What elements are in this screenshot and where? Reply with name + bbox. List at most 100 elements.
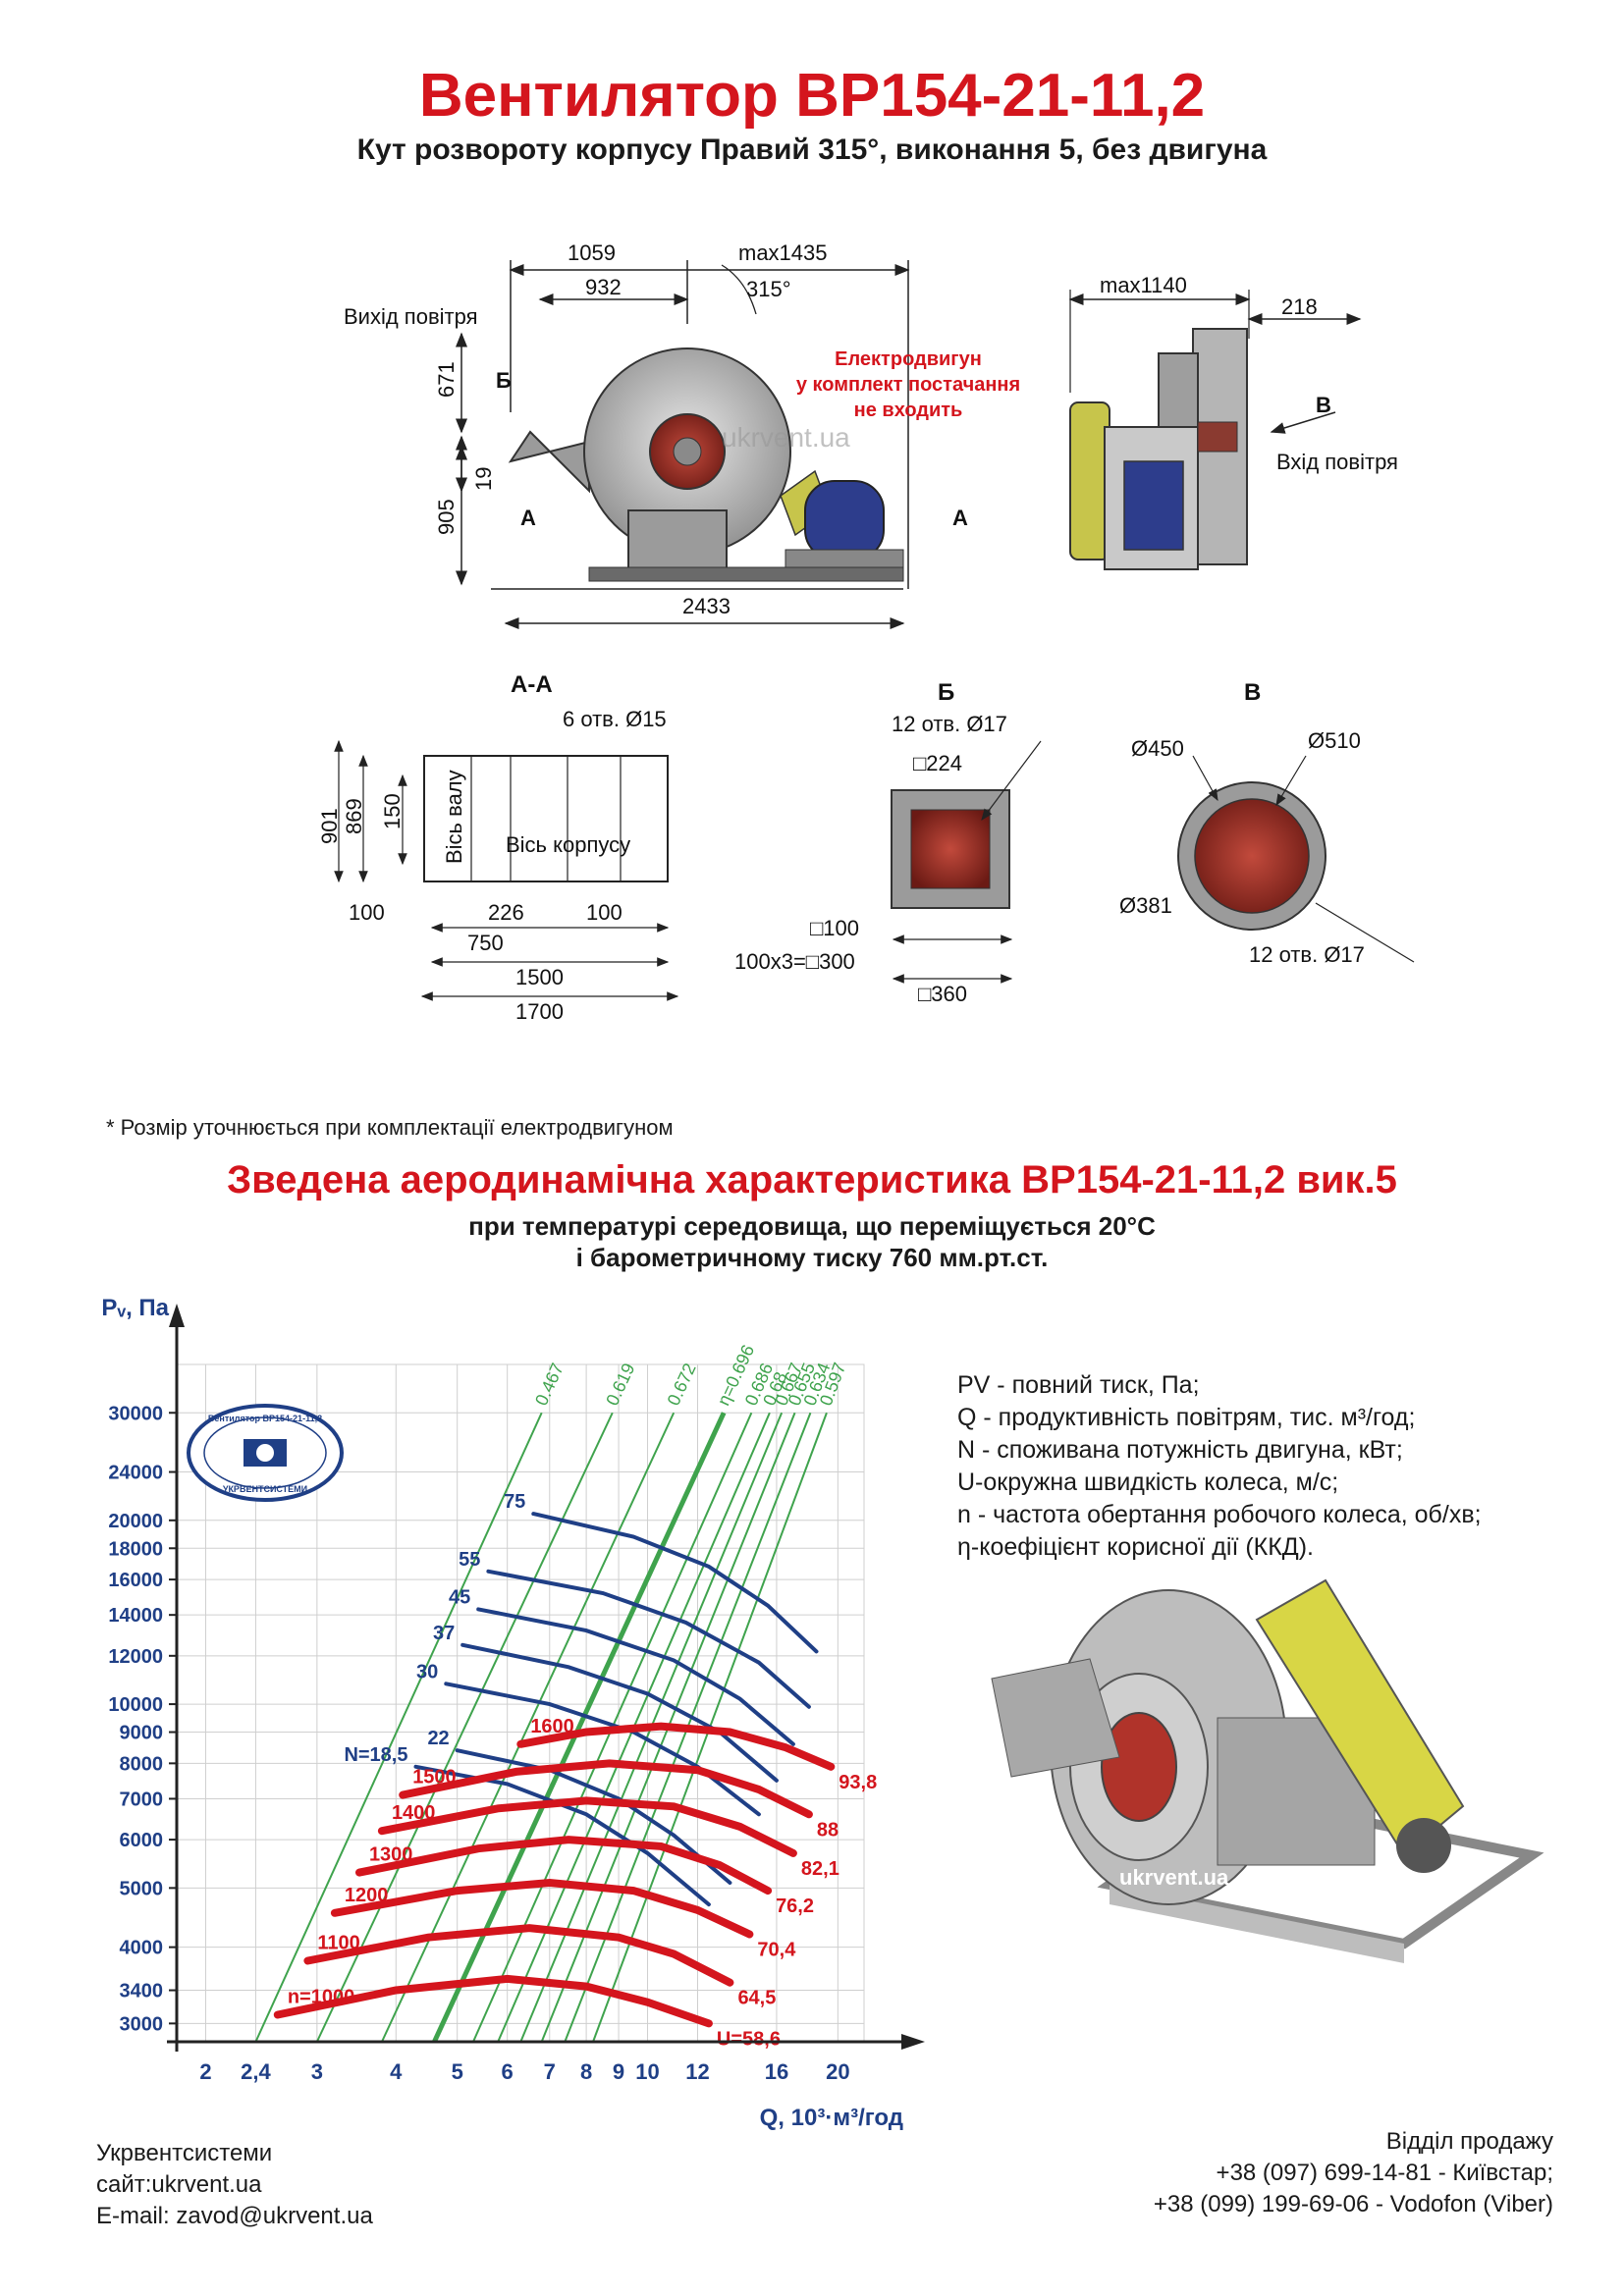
x-tick-label: 20 — [826, 2059, 849, 2084]
dim-v-holes: 12 отв. Ø17 — [1249, 942, 1365, 967]
u-label: 82,1 — [801, 1858, 839, 1880]
u-label: 70,4 — [757, 1939, 796, 1960]
y-tick-label: 18000 — [108, 1538, 163, 1560]
x-tick-label: 2,4 — [241, 2059, 271, 2084]
power-curve — [531, 1512, 819, 1654]
x-tick-label: 8 — [580, 2059, 592, 2084]
speed-label: 1500 — [412, 1767, 457, 1789]
dim-100-right: 100 — [586, 900, 623, 925]
watermark-front: ukrvent.ua — [722, 422, 850, 453]
page-title: Вентилятор ВР154-21-11,2 — [418, 62, 1206, 130]
legend-item: U-окружна швидкість колеса, м/с; — [957, 1468, 1339, 1496]
fan-housing-front — [508, 347, 904, 582]
label-a-right: А — [952, 506, 968, 530]
dim-901: 901 — [317, 808, 342, 844]
section-v-title: В — [1244, 679, 1261, 706]
company-email[interactable]: E-mail: zavod@ukrvent.ua — [96, 2203, 373, 2229]
motor-note-3: не входить — [854, 400, 963, 421]
stamp-top-text: Вентилятор ВР154-21-11,2 — [208, 1414, 322, 1423]
y-tick-label: 4000 — [120, 1938, 164, 1959]
u-label: U=58,6 — [717, 2028, 781, 2050]
dim-315: 315° — [746, 277, 791, 301]
front-view-labels: 1059 max1435 932 315° 671 19 905 2433 Ви… — [344, 240, 1020, 618]
x-tick-label: 5 — [452, 2059, 463, 2084]
sales-block: Відділ продажу +38 (097) 699-14-81 - Киї… — [1154, 2126, 1553, 2220]
x-tick-label: 16 — [765, 2059, 788, 2084]
dim-100-left: 100 — [349, 900, 385, 925]
legend-item: Q - продуктивність повітрям, тис. м³/год… — [957, 1404, 1416, 1431]
power-curve — [486, 1569, 811, 1709]
sales-phone-2[interactable]: +38 (099) 199-69-06 - Vodofon (Viber) — [1153, 2191, 1553, 2217]
stamp-bottom-text: УКРВЕНТСИСТЕМИ — [223, 1484, 307, 1494]
fan-isometric-illustration: ukrvent.ua — [991, 1578, 1544, 1963]
sales-title: Відділ продажу — [1385, 2128, 1553, 2155]
power-label: 37 — [433, 1623, 455, 1644]
y-tick-label: 20000 — [108, 1511, 163, 1532]
y-axis-label: Pᵥ, Па — [101, 1296, 169, 1321]
sales-phone-1[interactable]: +38 (097) 699-14-81 - Київстар; — [1216, 2160, 1553, 2186]
speed-curve — [355, 1836, 773, 1896]
label-air-outlet: Вихід повітря — [344, 304, 478, 329]
power-label: 45 — [449, 1586, 470, 1608]
label-air-inlet: Вхід повітря — [1276, 450, 1398, 474]
y-tick-label: 6000 — [120, 1830, 164, 1851]
dim-381: Ø381 — [1119, 893, 1172, 918]
y-tick-label: 5000 — [120, 1878, 164, 1899]
dim-1059: 1059 — [568, 240, 616, 265]
y-tick-label: 14000 — [108, 1605, 163, 1627]
dim-510: Ø510 — [1308, 728, 1361, 753]
y-tick-label: 30000 — [108, 1403, 163, 1424]
chart-subheading-2: і барометричному тиску 760 мм.рт.ст. — [575, 1243, 1049, 1272]
dim-max1140: max1140 — [1100, 273, 1187, 297]
company-name: Укрвентсистеми — [96, 2140, 273, 2166]
speed-label: 1600 — [530, 1716, 574, 1737]
legend-item: PV - повний тиск, Па; — [957, 1371, 1200, 1399]
speed-curve — [303, 1924, 734, 1987]
y-tick-label: 9000 — [120, 1723, 164, 1744]
y-axis-arrow — [169, 1304, 185, 1327]
x-tick-label: 7 — [544, 2059, 556, 2084]
power-label: 75 — [504, 1491, 525, 1513]
dim-1700: 1700 — [515, 999, 564, 1024]
section-aa-title: А-А — [511, 671, 553, 698]
speed-label: n=1000 — [288, 1987, 354, 2008]
label-v: В — [1316, 393, 1331, 417]
x-tick-label: 9 — [613, 2059, 624, 2084]
legend-item: η-коефіцієнт корисної дії (ККД). — [957, 1533, 1314, 1561]
x-tick-label: 3 — [311, 2059, 323, 2084]
watermark-iso: ukrvent.ua — [1119, 1865, 1229, 1890]
power-curve — [460, 1642, 779, 1783]
x-axis-arrow — [901, 2034, 925, 2050]
speed-curve — [399, 1759, 813, 1819]
dim-450: Ø450 — [1131, 736, 1184, 761]
dim-869: 869 — [342, 798, 366, 834]
chart-heading: Зведена аеродинамічна характеристика ВР1… — [227, 1158, 1397, 1201]
y-tick-label: 7000 — [120, 1789, 164, 1810]
speed-label: 1300 — [369, 1844, 413, 1866]
power-curve — [455, 1748, 732, 1885]
company-block: Укрвентсистеми сайт:ukrvent.ua E-mail: z… — [96, 2138, 373, 2232]
dim-max1435: max1435 — [738, 240, 828, 265]
dim-b-300: 100х3=□300 — [734, 949, 855, 974]
technical-drawings: 1059 max1435 932 315° 671 19 905 2433 Ви… — [317, 240, 1415, 1024]
dim-b-100: □100 — [810, 916, 859, 940]
footnote: * Розмір уточнюється при комплектації ел… — [106, 1115, 674, 1140]
x-axis-label: Q, 10³·м³/год — [760, 2105, 903, 2131]
u-label: 88 — [817, 1819, 839, 1841]
dim-19: 19 — [471, 467, 496, 491]
label-b: Б — [496, 368, 512, 393]
x-tick-label: 12 — [685, 2059, 709, 2084]
company-site[interactable]: сайт:ukrvent.ua — [96, 2171, 262, 2198]
y-tick-label: 24000 — [108, 1463, 163, 1484]
efficiency-line — [432, 1412, 727, 2044]
legend-item: N - споживана потужність двигуна, кВт; — [957, 1436, 1403, 1464]
section-aa-drawing — [334, 739, 679, 1001]
speed-curve — [516, 1722, 836, 1771]
power-label: 30 — [416, 1661, 438, 1682]
speed-label: 1200 — [345, 1885, 389, 1906]
page-subtitle: Кут розвороту корпусу Правий 315°, викон… — [356, 133, 1268, 166]
dim-360: □360 — [918, 982, 967, 1006]
